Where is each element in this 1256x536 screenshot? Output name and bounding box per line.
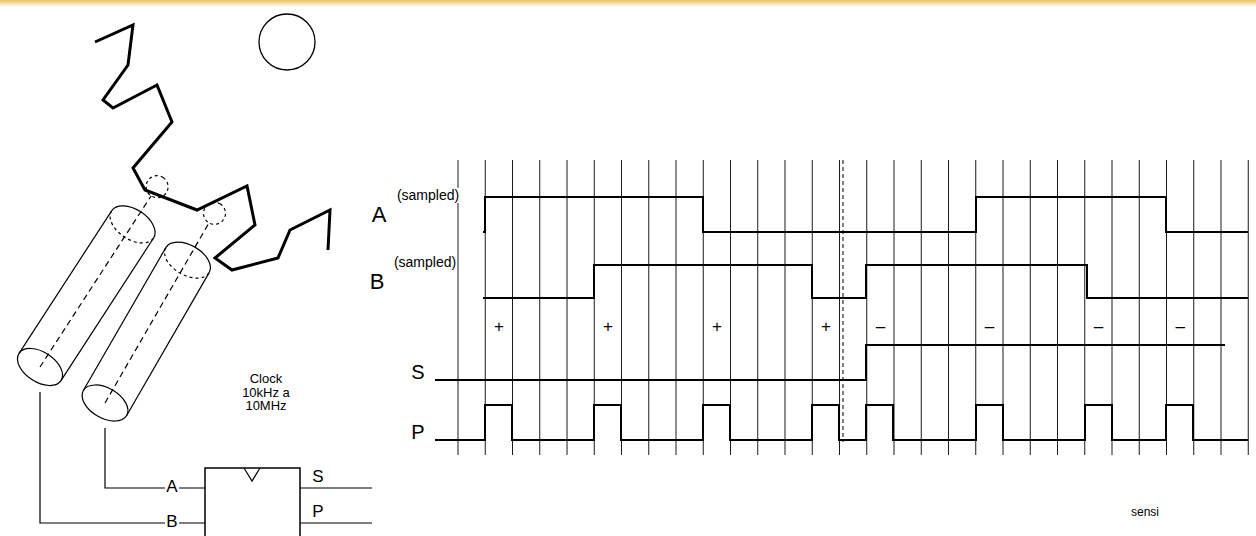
clock-symbol <box>244 468 260 481</box>
clock-note: Clock 10kHz a 10MHz <box>234 372 298 413</box>
waveform-p <box>435 405 1248 440</box>
dashed-marker <box>843 160 844 442</box>
signal-name: P <box>410 422 425 443</box>
pin-name: A <box>165 478 178 496</box>
clock-tick <box>785 160 786 455</box>
clock-tick <box>539 160 540 455</box>
direction-mark: – <box>984 318 995 336</box>
waveform-b <box>483 265 1248 298</box>
direction-mark: + <box>493 318 505 336</box>
sensor-cylinder <box>11 164 184 393</box>
wire <box>105 428 205 488</box>
wire <box>40 392 205 523</box>
top-band <box>0 0 1256 7</box>
clock-tick <box>1030 160 1031 455</box>
disc-circle <box>259 14 315 70</box>
clock-tick <box>757 160 758 455</box>
direction-mark: + <box>602 318 614 336</box>
waveform-a <box>483 197 1248 232</box>
clock-grid <box>458 160 1248 455</box>
clock-tick <box>648 160 649 455</box>
sensor-cylinder <box>76 191 242 428</box>
direction-mark: + <box>711 318 723 336</box>
clock-tick <box>567 160 568 455</box>
clock-tick <box>1057 160 1058 455</box>
pin-name: B <box>165 513 178 531</box>
direction-mark: – <box>1174 318 1185 336</box>
signal-note: (sampled) <box>396 188 460 203</box>
clock-tick <box>458 160 459 455</box>
clock-tick <box>1248 160 1249 455</box>
wire <box>300 487 372 488</box>
pin-name: S <box>311 468 324 486</box>
direction-mark: – <box>875 318 886 336</box>
direction-mark: – <box>1093 318 1104 336</box>
clock-tick <box>921 160 922 455</box>
decoder-block <box>205 468 300 536</box>
clock-tick <box>1139 160 1140 455</box>
watermark: sensi <box>1130 506 1160 519</box>
clock-tick <box>1221 160 1222 455</box>
waveforms <box>435 197 1248 440</box>
signal-name: B <box>369 270 386 293</box>
clock-tick <box>948 160 949 455</box>
clock-tick <box>676 160 677 455</box>
signal-name: S <box>410 362 425 383</box>
signal-note: (sampled) <box>393 255 457 270</box>
waveform-s <box>435 345 1225 380</box>
direction-mark: + <box>820 318 832 336</box>
pin-name: P <box>311 503 324 521</box>
gear-teeth <box>95 25 330 270</box>
signal-name: A <box>371 203 388 226</box>
wire <box>300 522 372 523</box>
